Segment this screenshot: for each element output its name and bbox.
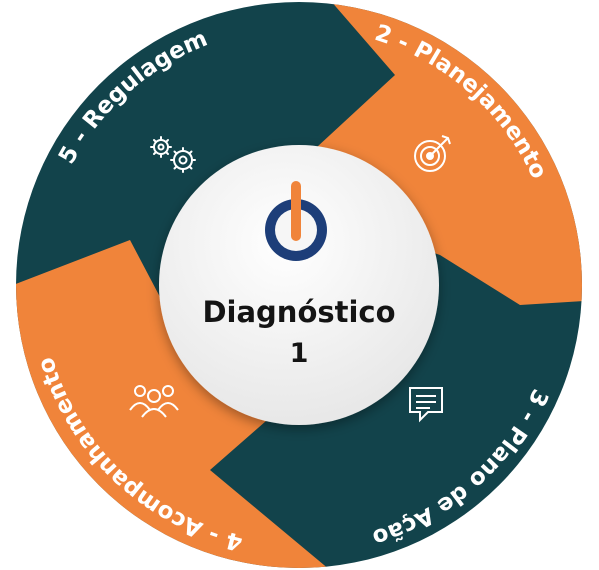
center-number: 1 xyxy=(290,338,309,369)
gears-icon xyxy=(150,136,196,173)
chat-message-icon xyxy=(409,387,443,423)
power-gauge-icon xyxy=(265,181,327,261)
center-title: Diagnóstico xyxy=(202,295,395,329)
target-icon xyxy=(414,135,451,172)
center-disc xyxy=(159,145,439,425)
team-icon xyxy=(129,385,179,418)
